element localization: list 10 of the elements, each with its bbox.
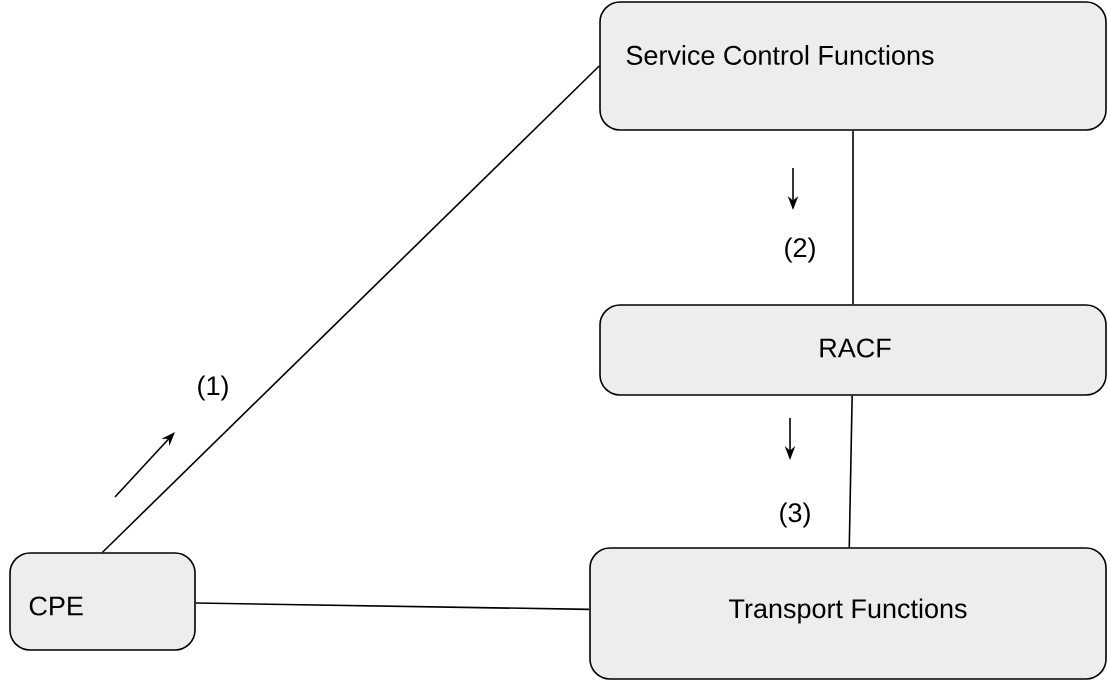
connector-line bbox=[848, 395, 853, 548]
step-number: (1) bbox=[198, 375, 228, 401]
process-box: RACF bbox=[599, 304, 1107, 396]
process-box: Transport Functions bbox=[589, 547, 1107, 680]
connector-line bbox=[852, 130, 854, 305]
process-box: Service Control Functions bbox=[599, 1, 1107, 131]
connector-line bbox=[101, 65, 600, 553]
process-box: CPE bbox=[9, 552, 196, 651]
step-number: (2) bbox=[785, 237, 815, 263]
connector-line bbox=[195, 602, 590, 611]
